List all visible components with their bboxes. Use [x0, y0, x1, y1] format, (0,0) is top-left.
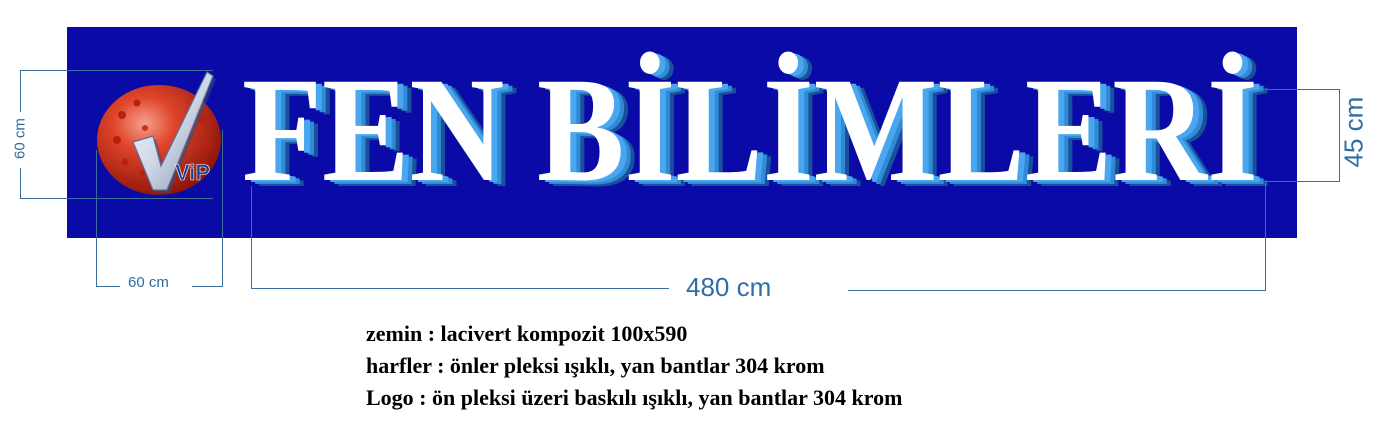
logo-height-bottom-line	[20, 198, 213, 199]
text-width-left-line	[251, 186, 252, 288]
production-notes: zemin : lacivert kompozit 100x590 harfle…	[366, 318, 902, 414]
logo-width-bottom-line-left	[96, 286, 120, 287]
vip-logo-icon: ViP	[97, 71, 221, 195]
text-height-label: 45 cm	[1338, 96, 1369, 168]
logo-text: ViP	[175, 160, 210, 185]
text-width-label: 480 cm	[686, 272, 772, 302]
note-logo: Logo : ön pleksi üzeri baskılı ışıklı, y…	[366, 385, 903, 410]
text-height-top-line	[1265, 89, 1340, 90]
text-height-bottom-line	[1265, 181, 1340, 182]
title-face: FEN BİLİMLERİ	[242, 47, 1258, 213]
title-shadow-3: FEN BİLİMLERİ	[256, 53, 1272, 219]
text-height-vertical-line	[1339, 89, 1340, 182]
text-width-bottom-line-left	[251, 288, 669, 289]
logo-width-label: 60 cm	[128, 274, 169, 291]
logo-width-bottom-line-right	[192, 286, 223, 287]
text-width-right-line	[1265, 182, 1266, 290]
check-mark-icon	[132, 71, 214, 191]
title-shadow-2: FEN BİLİMLERİ	[252, 51, 1268, 217]
sign-title: FEN BİLİMLERİ FEN BİLİMLERİ FEN BİLİMLER…	[242, 47, 1272, 219]
logo-height-top-line	[20, 70, 213, 71]
logo-height-vertical-line-lower	[20, 168, 21, 198]
note-background: zemin : lacivert kompozit 100x590	[366, 321, 688, 346]
logo-width-right-line	[222, 130, 223, 287]
logo-height-vertical-line	[20, 70, 21, 112]
note-letters: harfler : önler pleksi ışıklı, yan bantl…	[366, 353, 825, 378]
logo-width-left-line	[96, 150, 97, 287]
text-width-bottom-line-right	[848, 290, 1266, 291]
logo-height-label: 60 cm	[11, 118, 29, 159]
title-shadow-1: FEN BİLİMLERİ	[248, 49, 1264, 215]
sign-board	[67, 27, 1297, 238]
